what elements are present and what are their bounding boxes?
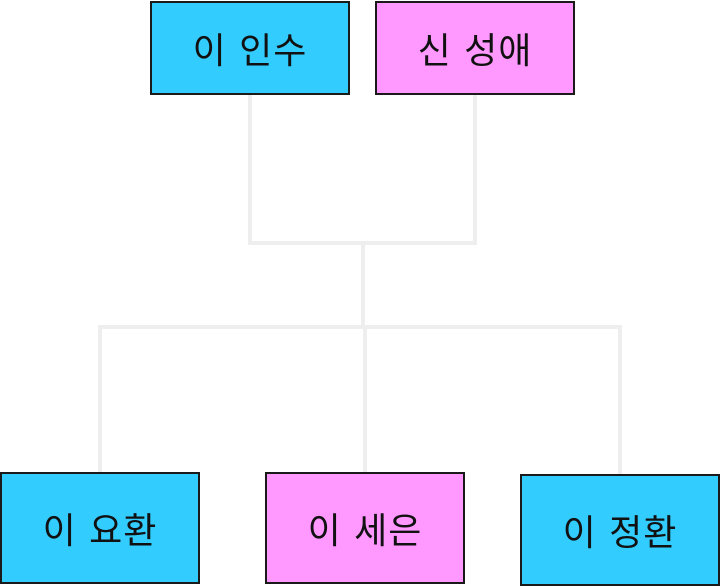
person-child-1: 이 요환 bbox=[0, 472, 200, 584]
person-father: 이 인수 bbox=[150, 1, 350, 95]
person-child-3: 이 정환 bbox=[520, 474, 720, 586]
person-name: 이 요환 bbox=[42, 511, 158, 552]
person-name: 신 성애 bbox=[417, 31, 533, 72]
person-mother: 신 성애 bbox=[375, 1, 575, 95]
person-name: 이 정환 bbox=[562, 513, 678, 554]
person-name: 이 세은 bbox=[307, 511, 423, 552]
person-name: 이 인수 bbox=[192, 31, 308, 72]
person-child-2: 이 세은 bbox=[265, 472, 465, 584]
